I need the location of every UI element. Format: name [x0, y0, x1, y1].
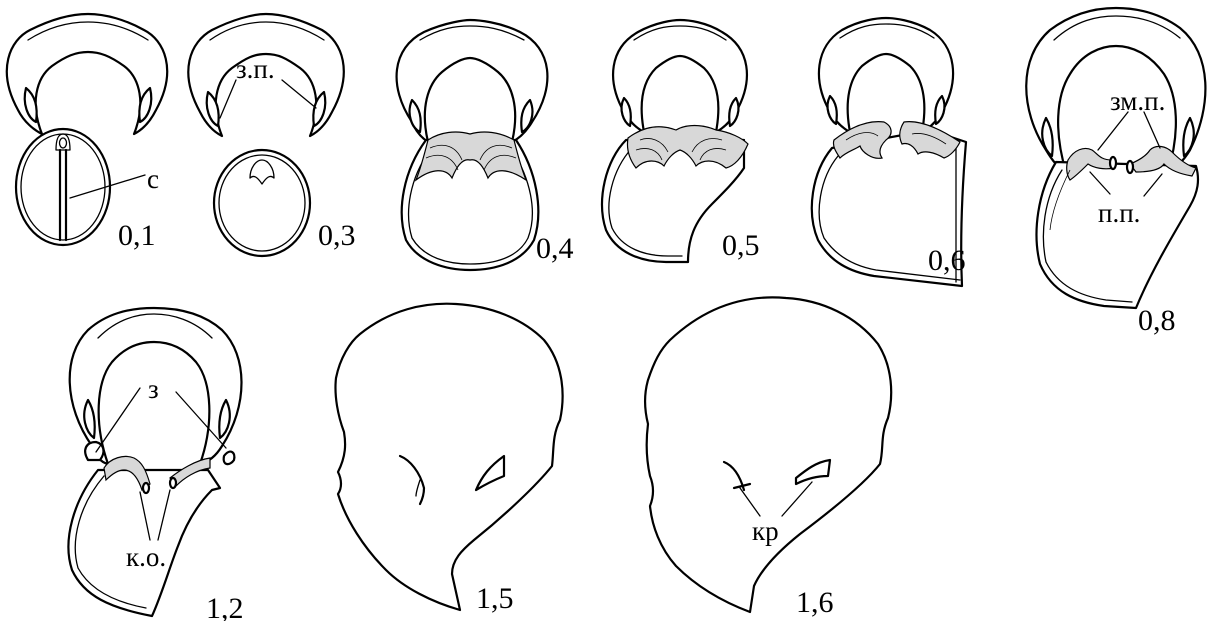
stage-0-1-drawing	[7, 14, 167, 245]
stage-0-5-drawing	[602, 20, 748, 262]
stage-label-0-3: 0,3	[318, 219, 356, 252]
stage-1-5-drawing	[335, 304, 562, 610]
oval-outer	[214, 150, 310, 256]
label-c: с	[147, 164, 159, 194]
stage-0-4-drawing	[397, 20, 548, 270]
silhouette	[645, 297, 891, 612]
stage-0-8-drawing	[1026, 8, 1205, 308]
stage-1-6-drawing	[645, 297, 891, 612]
label-kr: кр	[752, 516, 779, 546]
label-pp: п.п.	[1098, 198, 1140, 228]
stage-label-0-4: 0,4	[536, 232, 574, 265]
head-outer	[819, 18, 953, 132]
stage-label-1-5: 1,5	[476, 582, 514, 615]
silhouette	[335, 304, 562, 610]
label-zp: з.п.	[236, 54, 275, 84]
body-outer	[1037, 162, 1198, 308]
stage-label-1-2: 1,2	[206, 592, 244, 621]
oval-outer	[16, 129, 110, 245]
stage-label-0-5: 0,5	[722, 229, 760, 262]
stage-label-0-1: 0,1	[118, 219, 156, 252]
label-z: з	[148, 374, 159, 404]
label-zmp: зм.п.	[1110, 86, 1165, 116]
head-outer	[613, 20, 747, 132]
stage-label-0-8: 0,8	[1138, 304, 1176, 337]
stage-label-0-6: 0,6	[928, 244, 966, 277]
stage-label-1-6: 1,6	[796, 586, 834, 619]
label-ko: к.о.	[126, 542, 166, 572]
